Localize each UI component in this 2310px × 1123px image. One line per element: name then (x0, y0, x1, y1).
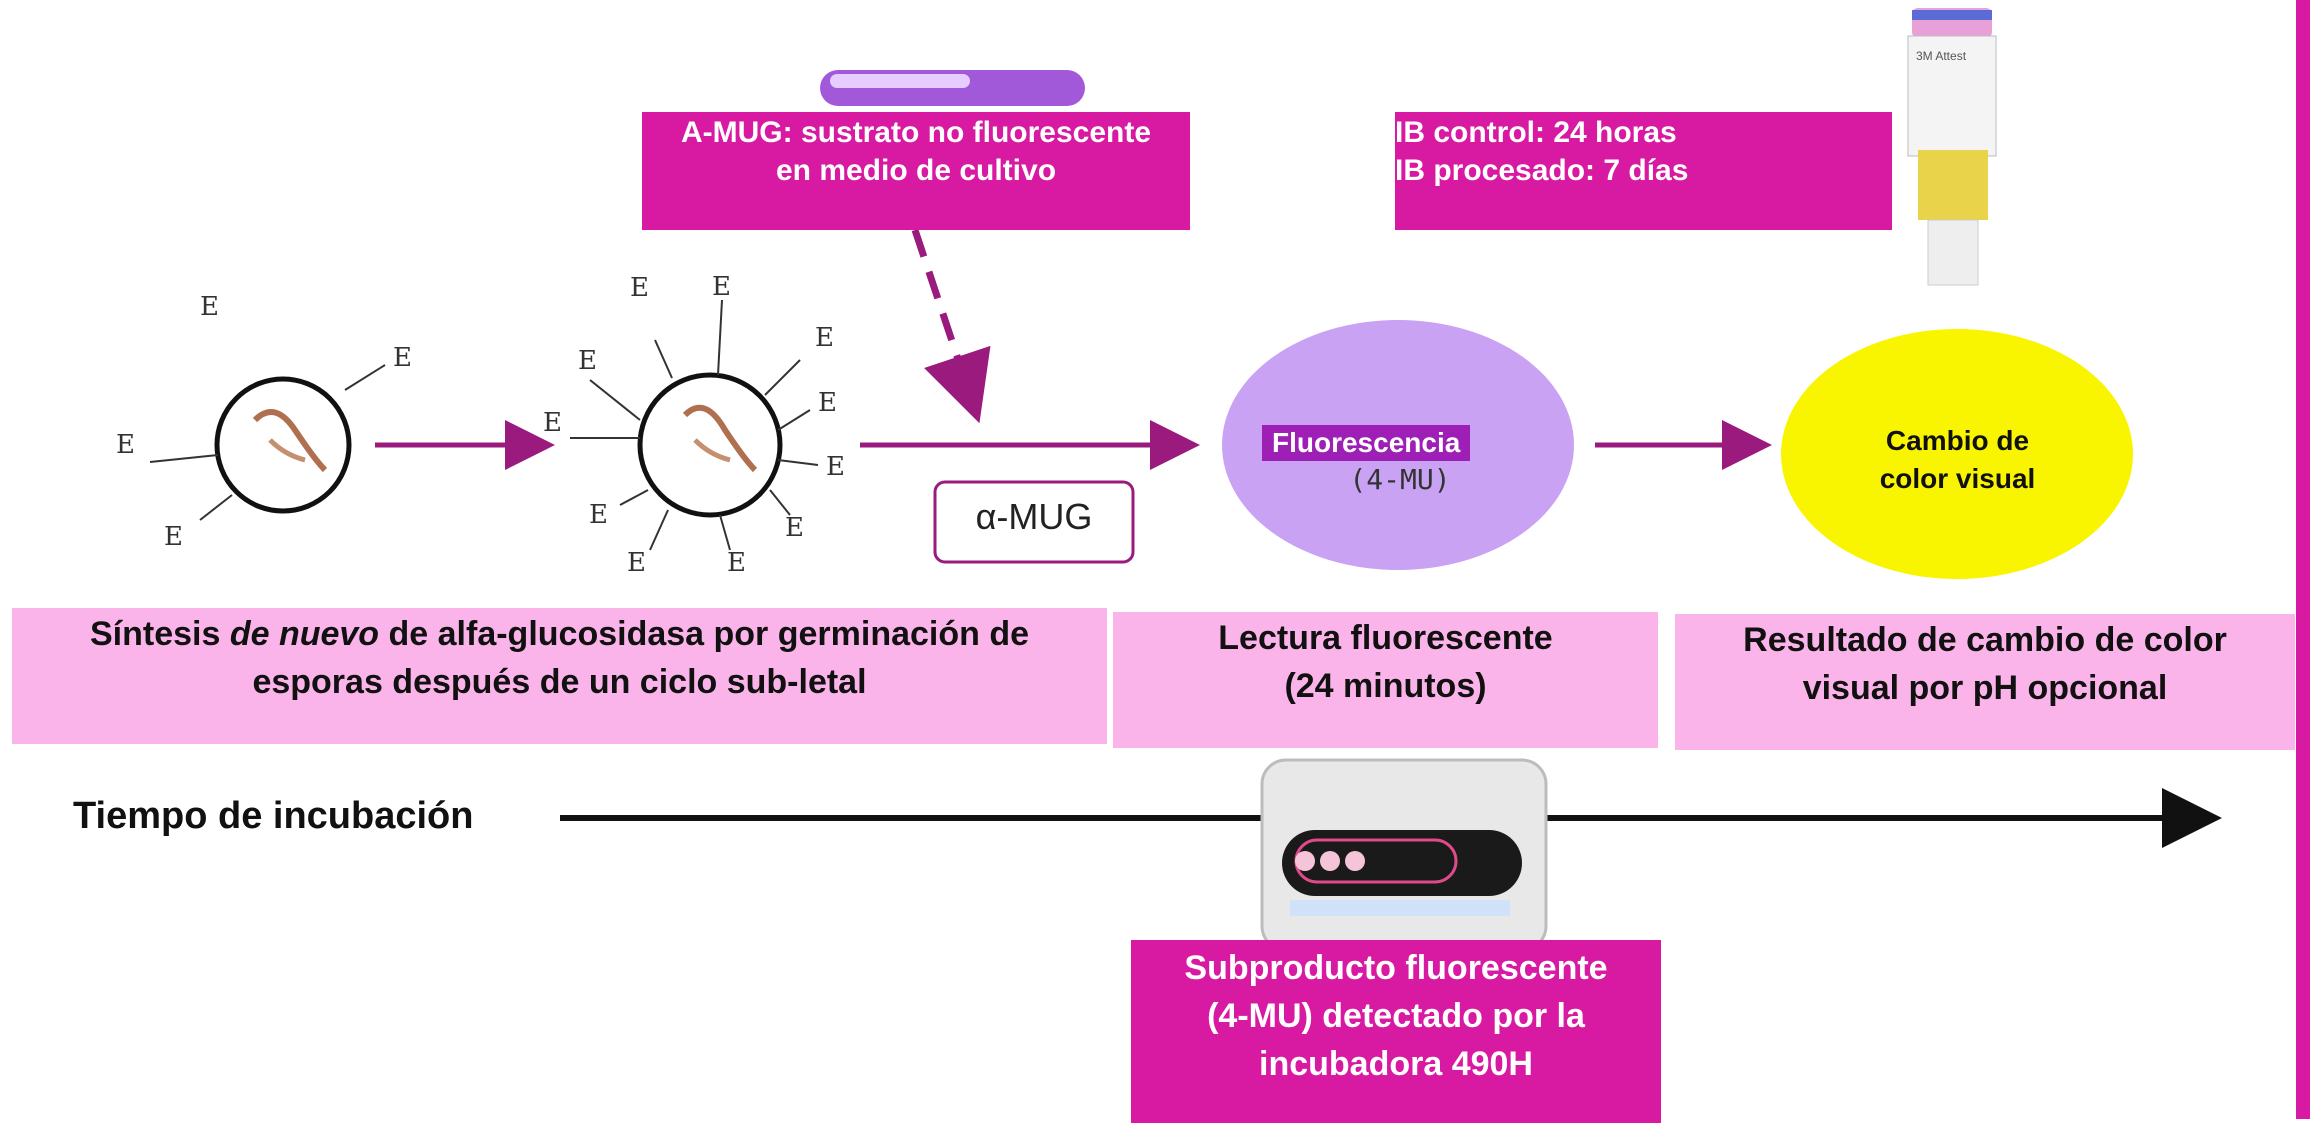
reading-line2: (24 minutos) (1284, 667, 1487, 705)
fluorescence-label: Fluorescencia (1262, 425, 1471, 461)
color-change-ellipse (1781, 329, 2133, 579)
spore2-label-e8: E (589, 500, 608, 530)
ib-box: IB control: 24 horas IB procesado: 7 día… (1395, 112, 1892, 230)
result-line1: Resultado de cambio de color (1743, 621, 2227, 659)
synthesis-line2: esporas después de un ciclo sub-letal (252, 663, 867, 701)
synthesis-post: de alfa-glucosidasa por germinación de (379, 615, 1030, 653)
spore2-label-e3: E (815, 323, 834, 353)
fluorescence-sublabel: (4-MU) (1349, 463, 1451, 496)
color-change-line2: color visual (1879, 463, 2036, 494)
spore2-label-e7: E (826, 452, 845, 482)
spore2-label-e1: E (630, 273, 649, 303)
spore2-label-e6: E (818, 388, 837, 418)
incubator-line2: (4-MU) detectado por la (1207, 997, 1585, 1035)
synthesis-box: Síntesis de nuevo de alfa-glucosidasa po… (12, 608, 1107, 744)
timeline-label: Tiempo de incubación (73, 795, 474, 837)
incubator-line3: incubadora 490H (1259, 1045, 1533, 1083)
spore1-label-e-right: E (393, 343, 412, 373)
substrate-box (933, 480, 1135, 564)
spore-2 (570, 299, 819, 551)
incubator-box: Subproducto fluorescente (4-MU) detectad… (1131, 940, 1661, 1123)
spore2-label-e5: E (543, 408, 562, 438)
test-tube-icon (820, 70, 1085, 106)
dashed-arrow (911, 228, 991, 424)
synthesis-line1: Síntesis de nuevo de alfa-glucosidasa po… (12, 610, 1107, 658)
incubator-device-icon (1260, 758, 1548, 952)
synthesis-pre: Síntesis (89, 615, 230, 653)
reading-line1: Lectura fluorescente (1218, 619, 1553, 657)
reading-box: Lectura fluorescente (24 minutos) (1113, 612, 1658, 748)
amug-line1: A-MUG: sustrato no fluorescente (680, 116, 1152, 149)
ib-line2: IB procesado: 7 días (1395, 154, 1689, 187)
ib-line1: IB control: 24 horas (1395, 116, 1677, 149)
vial-brand-text: 3M Attest (1916, 49, 1967, 63)
spore2-label-e9: E (785, 513, 804, 543)
color-change-label: Cambio de color visual (1810, 422, 2105, 498)
substrate-label: α-MUG (975, 496, 1093, 537)
incubator-line1: Subproducto fluorescente (1184, 949, 1608, 987)
amug-box: A-MUG: sustrato no fluorescente en medio… (642, 112, 1190, 230)
result-line2: visual por pH opcional (1802, 669, 2168, 707)
spore2-label-e2: E (712, 272, 731, 302)
synthesis-italic: de nuevo (229, 615, 380, 653)
indicator-vial-icon: 3M Attest (1907, 8, 1997, 286)
spore1-label-e-top: E (200, 292, 219, 322)
amug-line2: en medio de cultivo (775, 154, 1057, 187)
result-box: Resultado de cambio de color visual por … (1675, 614, 2295, 750)
edge-bar (2296, 0, 2310, 1119)
spore2-label-e11: E (727, 548, 746, 578)
spore2-label-e4: E (578, 346, 597, 376)
spore1-label-e-left: E (116, 430, 135, 460)
spore2-label-e10: E (627, 548, 646, 578)
color-change-line1: Cambio de (1885, 425, 2030, 456)
spore1-label-e-bottom: E (164, 522, 183, 552)
spore-1 (149, 364, 386, 521)
